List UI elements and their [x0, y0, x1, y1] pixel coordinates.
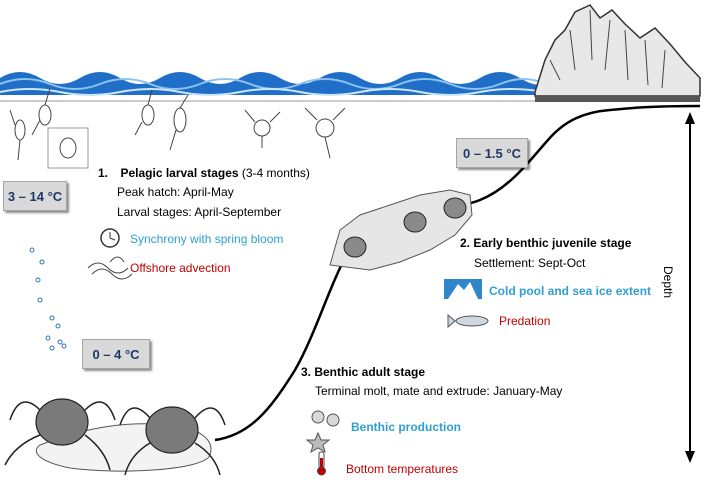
clock-icon [101, 229, 119, 247]
wave-icon [88, 257, 132, 279]
stage1-number: 1. [98, 166, 108, 180]
stage3-title: 3. Benthic adult stage [301, 365, 425, 379]
temp-box-juvenile: 0 – 1.5 °C [456, 138, 528, 168]
stage1-factor-bloom: Synchrony with spring bloom [130, 232, 283, 246]
stage1-duration: (3-4 months) [239, 166, 310, 180]
temp-label: 0 – 1.5 °C [463, 146, 521, 161]
stage1-larval-stages: Larval stages: April-September [117, 205, 281, 219]
fish-icon [448, 315, 488, 327]
larva-icon [10, 88, 345, 168]
depth-label: Depth [661, 266, 675, 298]
stage3-factor-benthic-production: Benthic production [351, 420, 461, 434]
stage2-title: 2. Early benthic juvenile stage [460, 236, 631, 250]
stage3-detail: Terminal molt, mate and extrude: January… [315, 384, 562, 398]
temp-label: 0 – 4 °C [92, 347, 139, 362]
stage3-factor-bottom-temperatures: Bottom temperatures [346, 462, 458, 476]
stage1-factor-advection: Offshore advection [130, 261, 231, 275]
ocean-surface [0, 72, 545, 101]
stage2-settlement: Settlement: Sept-Oct [474, 256, 585, 270]
temp-box-bottom: 0 – 4 °C [82, 339, 150, 369]
stage2-factor-predation: Predation [499, 314, 550, 328]
iceberg-icon [444, 279, 482, 299]
stage1-peak-hatch: Peak hatch: April-May [117, 185, 234, 199]
shells-icon [307, 411, 339, 452]
temp-box-surface: 3 – 14 °C [3, 181, 67, 211]
depth-arrow [685, 112, 695, 463]
temp-label: 3 – 14 °C [8, 189, 62, 204]
mountain-icon [535, 5, 700, 102]
stage1-title: Pelagic larval stages [120, 166, 238, 180]
stage1-heading: 1. Pelagic larval stages (3-4 months) [98, 164, 310, 182]
juvenile-habitat [330, 190, 472, 270]
stage2-factor-cold-pool: Cold pool and sea ice extent [489, 284, 651, 298]
adult-habitat [5, 399, 225, 475]
bubbles [30, 248, 66, 350]
thermometer-icon [318, 452, 326, 475]
